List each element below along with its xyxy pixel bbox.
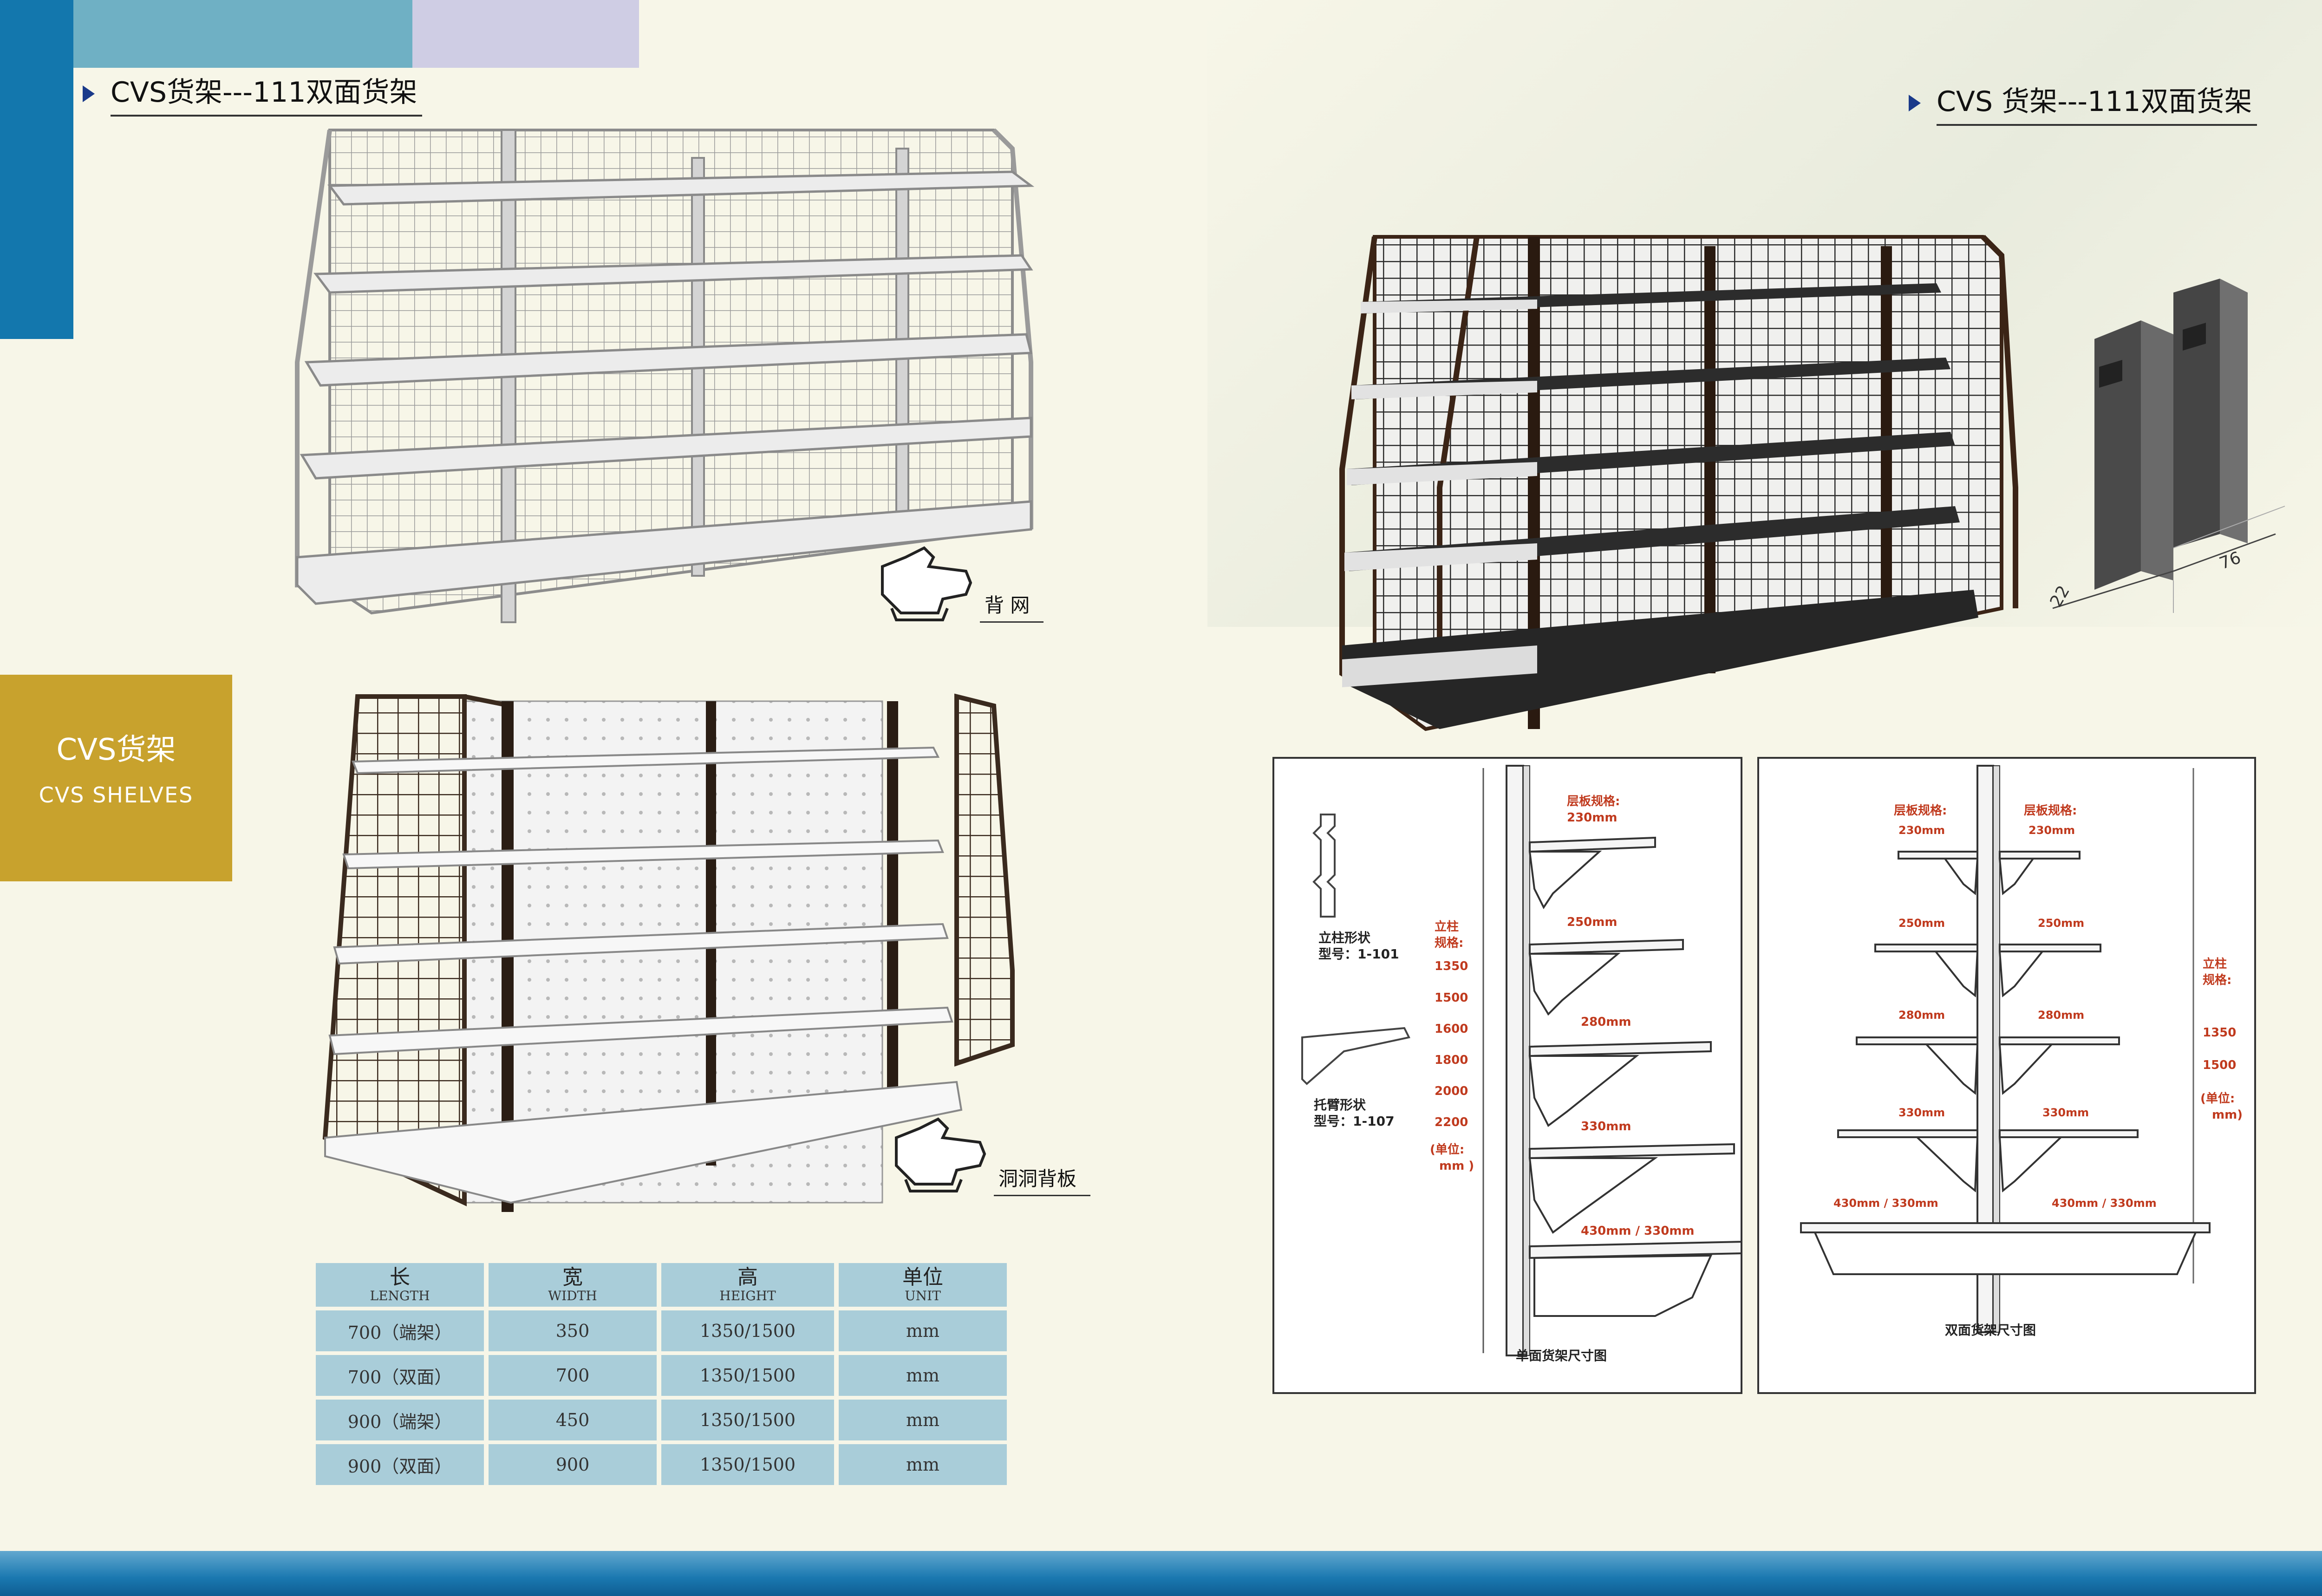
svg-text:250mm: 250mm xyxy=(1898,917,1945,930)
svg-text:280mm: 280mm xyxy=(1898,1009,1945,1022)
top-color-tab xyxy=(73,0,412,68)
svg-text:250mm: 250mm xyxy=(2038,917,2084,930)
svg-text:1500: 1500 xyxy=(1435,991,1468,1005)
svg-text:mm ): mm ) xyxy=(1439,1159,1474,1173)
svg-text:330mm: 330mm xyxy=(1581,1120,1631,1133)
post-dim-a: 22 xyxy=(2047,582,2074,610)
svg-text:280mm: 280mm xyxy=(2038,1009,2084,1022)
column-profile-icon xyxy=(1312,814,1336,918)
svg-text:230mm: 230mm xyxy=(2028,824,2075,837)
double-side-dimension-diagram: 层板规格: 层板规格: 230mm 230mm 250mm 250mm 280m… xyxy=(1757,757,2256,1394)
arm-profile-icon xyxy=(1301,1027,1410,1085)
section-subtitle: CVS SHELVES xyxy=(39,782,194,808)
svg-text:1350: 1350 xyxy=(1435,959,1468,973)
svg-text:250mm: 250mm xyxy=(1567,915,1617,929)
svg-text:托臂形状: 托臂形状 xyxy=(1314,1097,1366,1113)
hand-pointer-icon xyxy=(881,546,972,621)
triangle-bullet-icon xyxy=(83,85,95,103)
svg-text:立柱: 立柱 xyxy=(1435,919,1459,934)
svg-text:430mm / 330mm: 430mm / 330mm xyxy=(2052,1197,2157,1210)
svg-text:mm): mm) xyxy=(2212,1108,2243,1122)
svg-text:立柱形状: 立柱形状 xyxy=(1318,930,1371,945)
dark-wire-shelf-image xyxy=(1339,235,2018,731)
page-heading-right: CVS 货架---111双面货架 xyxy=(1909,79,2257,126)
svg-text:330mm: 330mm xyxy=(2042,1106,2089,1119)
svg-text:330mm: 330mm xyxy=(1898,1106,1945,1119)
footer-bar xyxy=(0,1551,2322,1596)
callout-hole-board: 洞洞背板 xyxy=(994,1163,1091,1196)
white-wire-shelf-image xyxy=(295,128,1035,623)
svg-text:规格:: 规格: xyxy=(1435,936,1463,950)
svg-text:层板规格:: 层板规格: xyxy=(1894,803,1947,818)
svg-text:(单位:: (单位: xyxy=(1430,1142,1464,1157)
svg-text:2000: 2000 xyxy=(1435,1084,1468,1098)
svg-text:230mm: 230mm xyxy=(1898,824,1945,837)
svg-text:层板规格:: 层板规格: xyxy=(1567,794,1620,808)
svg-text:1800: 1800 xyxy=(1435,1053,1468,1067)
svg-text:型号：1-107: 型号：1-107 xyxy=(1314,1114,1395,1129)
hand-pointer-icon xyxy=(895,1117,986,1192)
svg-text:(单位:: (单位: xyxy=(2200,1091,2235,1106)
svg-text:1350: 1350 xyxy=(2203,1026,2236,1040)
top-color-tab xyxy=(412,0,639,68)
post-dim-b: 76 xyxy=(2217,548,2244,573)
pegboard-shelf-image xyxy=(322,693,1015,1212)
single-side-dimension-diagram: 立柱形状 型号：1-101 托臂形状 型号：1-107 层板规格: 230mm … xyxy=(1272,757,1744,1394)
svg-text:单面货架尺寸图: 单面货架尺寸图 xyxy=(1516,1348,1607,1363)
svg-text:规格:: 规格: xyxy=(2203,973,2231,987)
svg-text:230mm: 230mm xyxy=(1567,811,1617,825)
svg-text:430mm / 330mm: 430mm / 330mm xyxy=(1581,1224,1695,1238)
left-color-bar xyxy=(0,0,73,339)
page-heading-left: CVS货架---111双面货架 xyxy=(83,70,422,117)
upright-post-profile-image: 22 76 xyxy=(2047,279,2285,613)
svg-text:280mm: 280mm xyxy=(1581,1015,1631,1029)
triangle-bullet-icon xyxy=(1909,95,1921,112)
svg-text:立柱: 立柱 xyxy=(2203,957,2227,971)
svg-text:430mm / 330mm: 430mm / 330mm xyxy=(1833,1197,1938,1210)
svg-text:1600: 1600 xyxy=(1435,1022,1468,1036)
svg-text:双面货架尺寸图: 双面货架尺寸图 xyxy=(1945,1322,2036,1338)
svg-text:1500: 1500 xyxy=(2203,1058,2236,1072)
section-badge: CVS货架 CVS SHELVES xyxy=(0,675,232,881)
svg-text:2200: 2200 xyxy=(1435,1115,1468,1129)
callout-back-net: 背 网 xyxy=(980,590,1044,623)
svg-text:层板规格:: 层板规格: xyxy=(2024,803,2077,818)
section-title: CVS货架 xyxy=(56,733,176,767)
svg-text:型号：1-101: 型号：1-101 xyxy=(1318,946,1399,962)
